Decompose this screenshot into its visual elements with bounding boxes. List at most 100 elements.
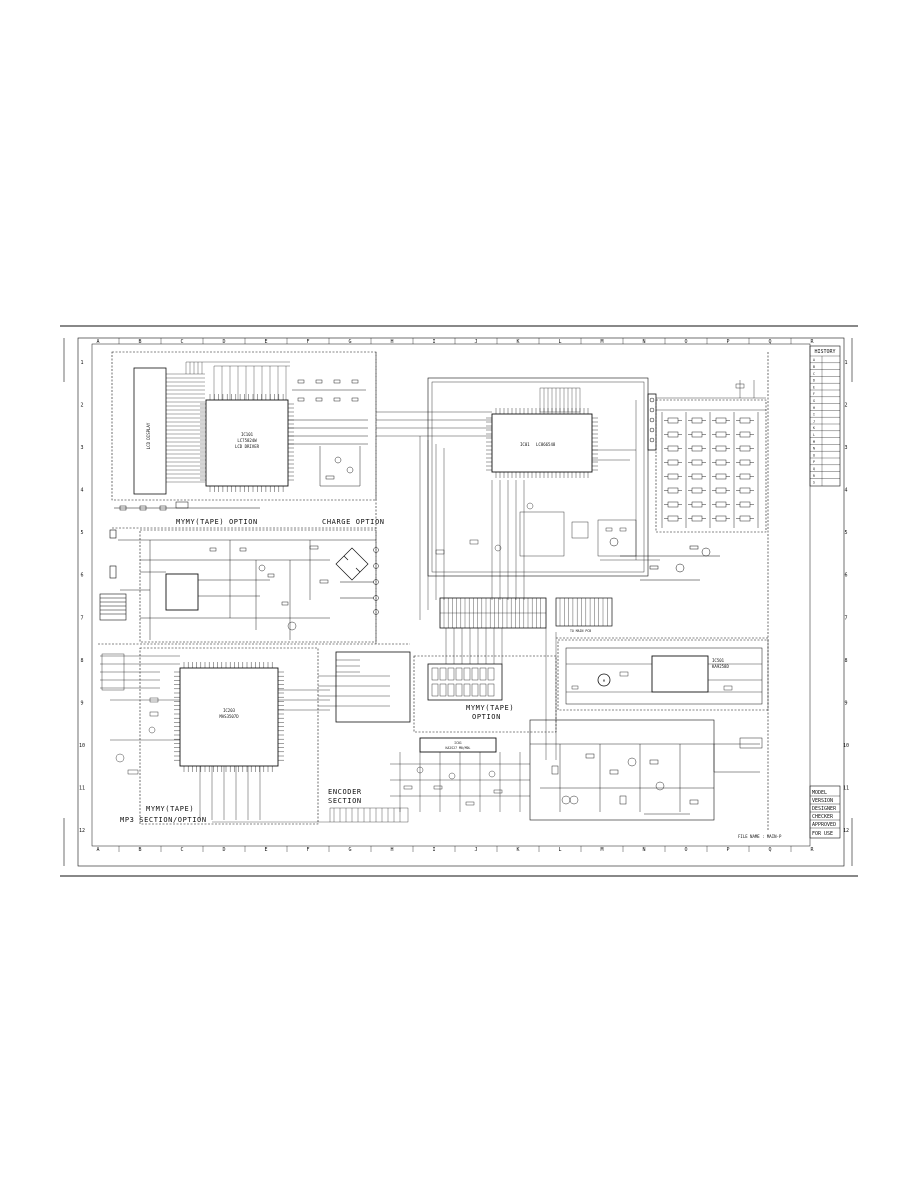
- drawing-frame: [77, 337, 845, 867]
- grid-col-label-top: R: [810, 339, 814, 345]
- grid-row-label-right: 5: [844, 530, 847, 536]
- rom-ic-ref: IC01: [454, 741, 462, 745]
- history-entry: J: [813, 419, 815, 423]
- grid-col-label-bottom: O: [684, 847, 687, 853]
- grid-col-label-bottom: B: [138, 847, 141, 853]
- grid-col-label-bottom: G: [348, 847, 351, 853]
- segment-driver-ic[interactable]: [427, 663, 503, 701]
- grid-row-label-right: 3: [844, 445, 847, 451]
- grid-col-label-top: N: [642, 339, 645, 345]
- history-entry: C: [813, 372, 815, 376]
- history-entry: E: [813, 385, 815, 389]
- right-connector-pins: [559, 598, 608, 626]
- main-ic-part: LC866548: [536, 442, 556, 447]
- power-wires: [530, 737, 763, 815]
- lcd-driver-ic[interactable]: [205, 399, 289, 487]
- to-main-label: TO MAIN PCB: [570, 629, 591, 633]
- grid-col-label-top: H: [390, 339, 393, 345]
- lcd-display-panel: [133, 367, 167, 495]
- grid-col-label-top: J: [474, 339, 477, 345]
- matrix-top-wires: [656, 380, 766, 411]
- mp3-decoder-pins: [174, 662, 284, 772]
- right-connector: [555, 597, 613, 627]
- grid-col-label-bottom: A: [96, 847, 99, 853]
- encoder-labels-lines: [336, 659, 360, 673]
- grid-row-label-left: 8: [80, 658, 83, 664]
- grid-row-label-right: 12: [843, 828, 849, 834]
- grid-col-label-top: G: [348, 339, 351, 345]
- rom-ic[interactable]: [419, 737, 497, 753]
- to-main-connector-pins: [440, 598, 546, 628]
- title-designer: DESIGNER: [812, 806, 837, 812]
- grid-col-label-top: O: [684, 339, 687, 345]
- grid-col-label-top: I: [432, 339, 435, 345]
- history-entry: S: [813, 481, 815, 485]
- grid-row-label-left: 4: [80, 488, 83, 494]
- history-entry: D: [813, 379, 815, 383]
- tape-option-label-b: MYMY(TAPE): [466, 704, 514, 712]
- motor-driver-ic[interactable]: [651, 655, 709, 693]
- grid-row-label-left: 2: [80, 403, 83, 409]
- mp3-decoder-ic[interactable]: [179, 667, 279, 767]
- lower-centre-wires: [390, 628, 557, 812]
- mp3-section-label-b: MP3 SECTION/OPTION: [120, 816, 207, 824]
- grid-row-label-right: 4: [844, 488, 847, 494]
- charge-wires: [118, 539, 376, 640]
- motor-inner-box: [565, 647, 763, 705]
- mp3-ic-part: MAS3507D: [219, 714, 239, 719]
- charge-section-box: [139, 529, 377, 643]
- title-version: VERSION: [812, 798, 833, 804]
- grid-col-label-bottom: I: [432, 847, 435, 853]
- encoder-label: ENCODER: [328, 788, 362, 796]
- lcd-ic-driver: LCD DRIVER: [235, 444, 260, 449]
- main-mcu-inner: [431, 381, 645, 573]
- grid-col-label-bottom: P: [726, 847, 729, 853]
- main-mcu-wires: [376, 400, 660, 620]
- history-entry: A: [813, 358, 815, 362]
- grid-row-label-right: 10: [843, 743, 849, 749]
- transistor-cluster: [609, 537, 720, 581]
- mp3-wires: [100, 653, 390, 820]
- charge-ic[interactable]: [165, 573, 199, 611]
- main-mcu-ic[interactable]: [491, 413, 593, 473]
- lcd-right-components: [288, 379, 368, 487]
- grid-col-label-top: B: [138, 339, 141, 345]
- grid-col-label-top: D: [222, 339, 225, 345]
- lcd-ic-part: LC75824W: [237, 438, 257, 443]
- title-block-lines: [810, 795, 840, 829]
- grid-row-label-right: 6: [844, 573, 847, 579]
- motor-ic-ref: IC501: [712, 658, 725, 663]
- grid-row-label-right: 2: [844, 403, 847, 409]
- grid-col-label-top: K: [516, 339, 519, 345]
- grid-row-label-left: 9: [80, 700, 83, 706]
- grid-row-label-left: 6: [80, 573, 83, 579]
- grid-col-label-bottom: K: [516, 847, 519, 853]
- main-mcu-section: [427, 377, 649, 577]
- key-matrix-switches: [661, 412, 759, 528]
- grid-col-label-bottom: L: [558, 847, 561, 853]
- inner-frame: [91, 343, 811, 847]
- history-entry: F: [813, 392, 815, 396]
- history-entry: G: [813, 399, 815, 403]
- grid-row-label-right: 11: [843, 785, 849, 791]
- grid-row-label-left: 1: [80, 360, 83, 366]
- grid-row-label-right: 1: [844, 360, 847, 366]
- encoder-bottom-bus: [212, 807, 409, 823]
- history-header: HISTORY: [814, 349, 835, 355]
- grid-row-label-right: 7: [844, 615, 847, 621]
- title-usage: FOR USE: [812, 831, 833, 837]
- main-mcu-pins: [486, 408, 598, 478]
- title-checker: CHECKER: [812, 814, 834, 820]
- grid-col-label-top: F: [306, 339, 309, 345]
- history-entry: N: [813, 447, 815, 451]
- rom-ic-part: KA2S27 M0/M0L: [446, 746, 471, 750]
- history-entry: R: [813, 474, 815, 478]
- tape-option-label-b2: OPTION: [472, 713, 501, 721]
- grid-col-label-top: Q: [768, 339, 771, 345]
- grid-col-label-top: C: [180, 339, 183, 345]
- grid-col-label-top: A: [96, 339, 99, 345]
- grid-row-label-right: 8: [844, 658, 847, 664]
- mp3-section-box: [139, 647, 319, 825]
- history-entry: H: [813, 406, 815, 410]
